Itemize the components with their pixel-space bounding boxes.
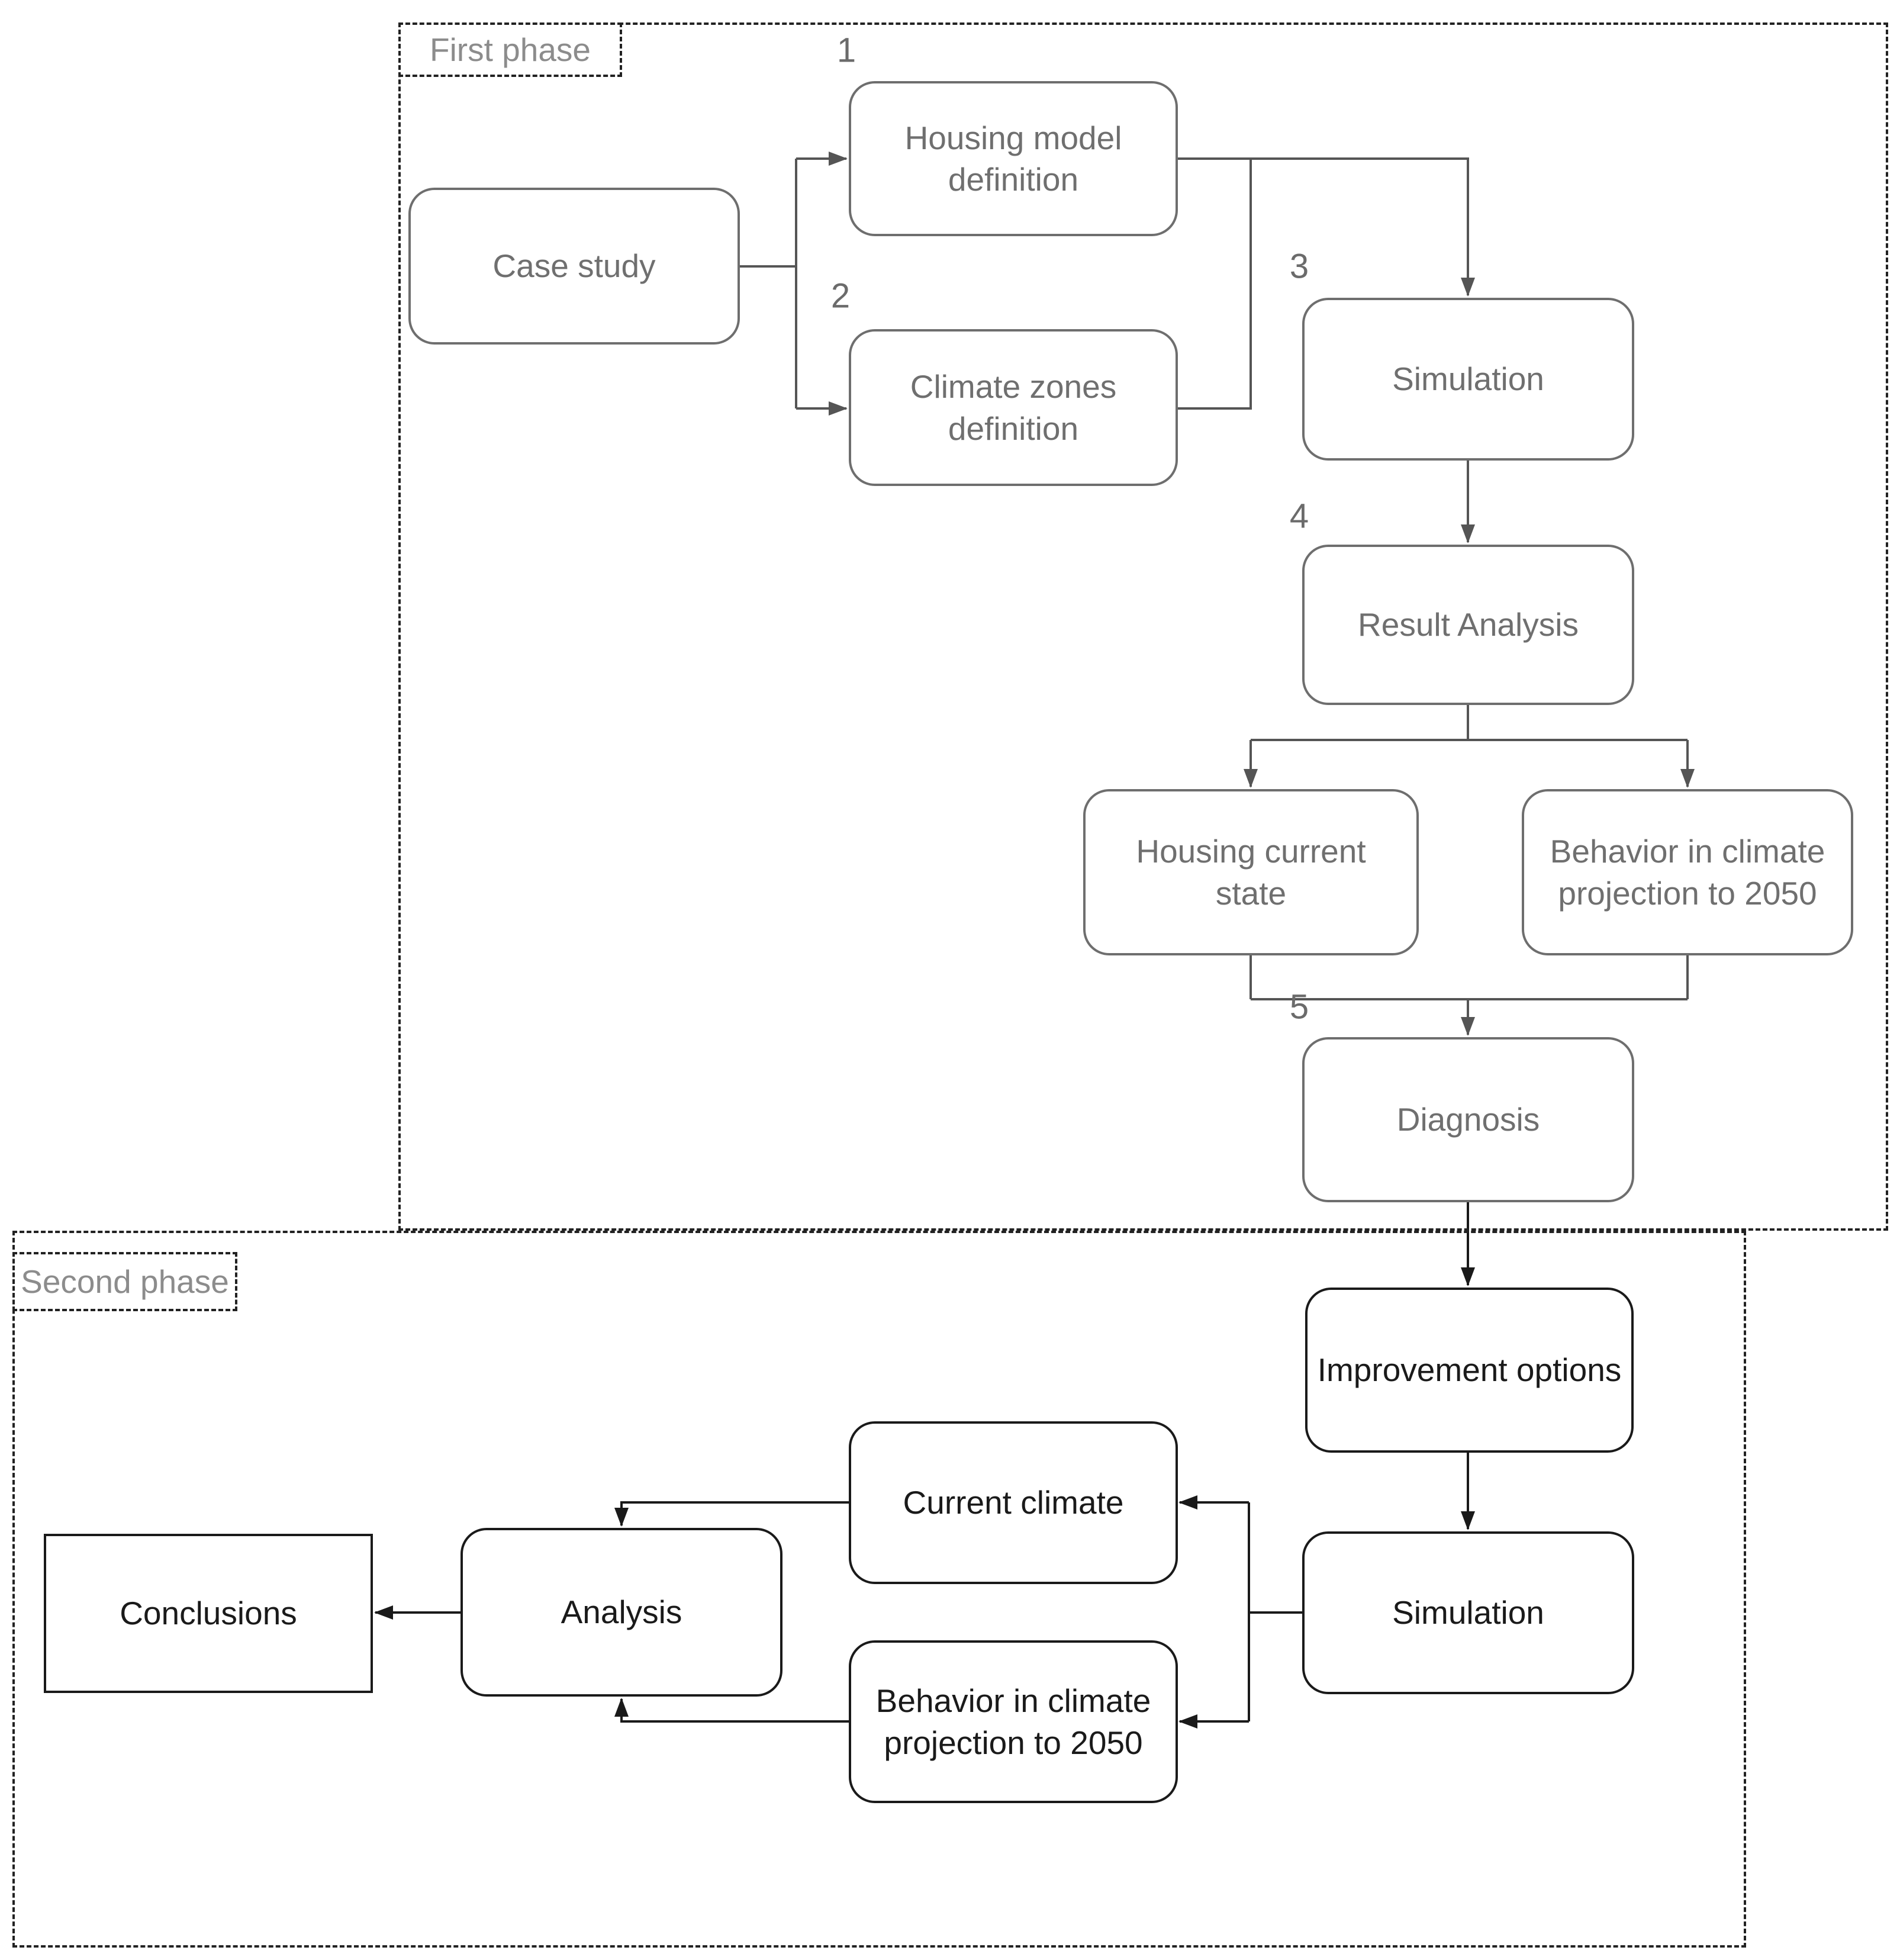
edge-housing-model-to-simulation [1177, 157, 1475, 297]
node-analysis: Analysis [460, 1528, 782, 1697]
node-case-study: Case study [408, 188, 740, 345]
edge-behavior-to-analysis [614, 1698, 849, 1723]
node-improvement-options: Improvement options [1305, 1288, 1634, 1453]
second-phase-container [12, 1231, 1746, 1948]
step-number-5: 5 [1289, 987, 1309, 1026]
node-simulation-second: Simulation [1302, 1531, 1634, 1694]
second-phase-label: Second phase [12, 1252, 237, 1311]
node-result-analysis: Result Analysis [1302, 545, 1634, 705]
step-number-4: 4 [1289, 497, 1309, 536]
step-number-1: 1 [836, 31, 856, 70]
node-conclusions: Conclusions [44, 1534, 373, 1693]
node-current-climate: Current climate [849, 1421, 1178, 1584]
node-diagnosis: Diagnosis [1302, 1037, 1634, 1202]
node-behavior-climate-projection-second: Behavior in climate projection to 2050 [849, 1640, 1178, 1803]
node-simulation-first: Simulation [1302, 298, 1634, 461]
node-housing-current-state: Housing current state [1083, 789, 1419, 955]
first-phase-container [398, 22, 1888, 1231]
edge-current-climate-to-analysis [614, 1501, 849, 1527]
node-climate-zones-definition: Climate zones definition [849, 329, 1178, 486]
step-number-2: 2 [830, 276, 851, 316]
node-housing-model-definition: Housing model definition [849, 81, 1178, 236]
step-number-3: 3 [1289, 247, 1309, 286]
first-phase-label: First phase [398, 22, 622, 77]
node-behavior-climate-projection-first: Behavior in climate projection to 2050 [1522, 789, 1853, 955]
edge-climate-zones-join [1177, 159, 1252, 410]
